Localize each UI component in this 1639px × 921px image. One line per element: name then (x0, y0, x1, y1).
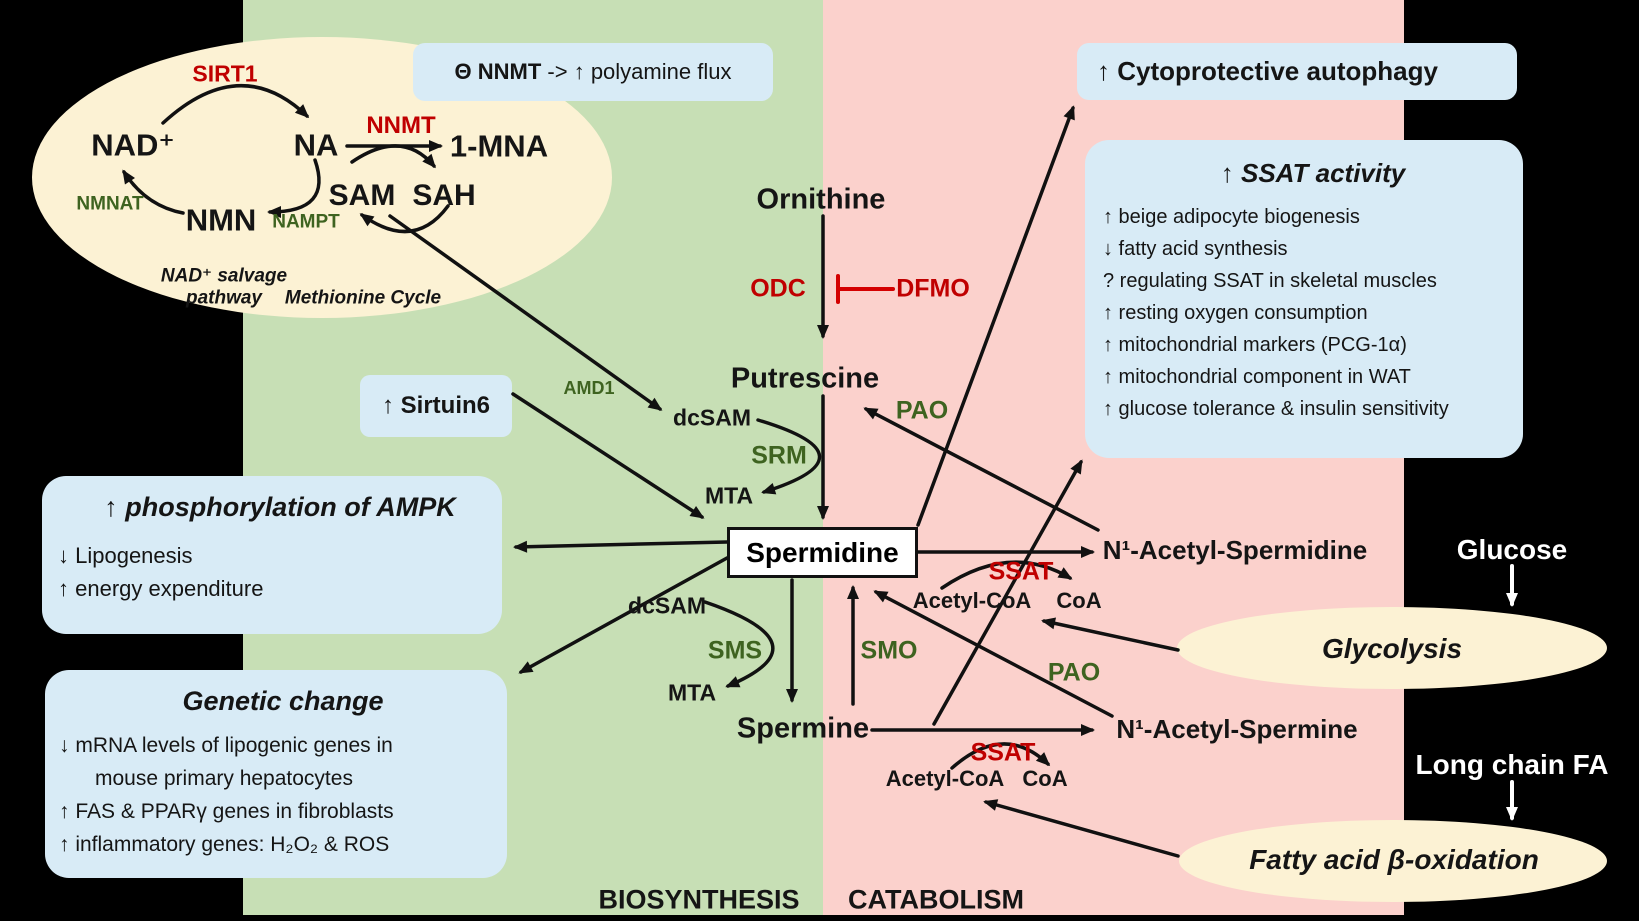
sirtuin6-box-label: ↑ Sirtuin6 (381, 392, 491, 419)
ssat-activity-box: ↑ SSAT activity ↑ beige adipocyte biogen… (1085, 140, 1523, 458)
ssat-activity-item: ↑ mitochondrial markers (PCG-1α) (1103, 334, 1407, 356)
ssat-activity-item: ↑ glucose tolerance & insulin sensitivit… (1103, 398, 1449, 420)
ssat-activity-item: ↑ mitochondrial component in WAT (1103, 366, 1411, 388)
ampk-title: ↑ phosphorylation of AMPK (104, 492, 456, 522)
enzyme-sms: SMS (707, 636, 763, 665)
label-methionine-cycle: Methionine Cycle (284, 287, 442, 309)
nnmt-note-box (413, 43, 773, 101)
nnmt-note-rest: -> ↑ polyamine flux (541, 59, 732, 84)
label-nad-salvage-1: NAD⁺ salvage (160, 265, 288, 287)
metabolite-nmn: NMN (185, 202, 257, 238)
footer-catabolism: CATABOLISM (848, 884, 1024, 915)
metabolite-acetylcoa-1: Acetyl-CoA (912, 588, 1032, 613)
ampk-box: ↑ phosphorylation of AMPK ↓ Lipogenesis … (42, 476, 502, 634)
metabolite-nad: NAD⁺ (91, 127, 175, 163)
enzyme-nampt: NAMPT (272, 211, 340, 233)
beta-oxidation-ellipse (1179, 820, 1607, 902)
enzyme-pao-1: PAO (895, 396, 949, 425)
metabolite-acetylcoa-2: Acetyl-CoA (885, 766, 1005, 791)
metabolite-coa-2: CoA (1022, 766, 1068, 791)
metabolite-n1-acetyl-spermidine: N¹-Acetyl-Spermidine (1102, 535, 1368, 565)
genetic-item: mouse primary hepatocytes (95, 767, 353, 790)
metabolite-n1-acetyl-spermine: N¹-Acetyl-Spermine (1116, 714, 1358, 744)
genetic-item: ↓ mRNA levels of lipogenic genes in (59, 734, 393, 757)
genetic-item: ↑ inflammatory genes: H₂O₂ & ROS (59, 833, 390, 856)
metabolite-spermine: Spermine (736, 712, 870, 745)
ssat-activity-item: ↑ beige adipocyte biogenesis (1103, 206, 1360, 228)
label-glycolysis: Glycolysis (1321, 633, 1463, 664)
ssat-activity-item: ↓ fatty acid synthesis (1103, 238, 1288, 260)
nnmt-note-text: Θ NNMT -> ↑ polyamine flux (455, 61, 732, 83)
ssat-activity-title: ↑ SSAT activity (1220, 158, 1406, 188)
autophagy-box (1077, 43, 1517, 100)
label-nad-salvage-2: pathway (185, 287, 263, 309)
enzyme-ssat-2: SSAT (970, 738, 1036, 767)
metabolite-dcsam-1: dcSAM (673, 404, 751, 431)
metabolite-coa-1: CoA (1056, 588, 1102, 613)
label-long-chain-fa: Long chain FA (1415, 749, 1609, 780)
ssat-activity-item: ? regulating SSAT in skeletal muscles (1103, 270, 1437, 292)
metabolite-sam: SAM (328, 179, 396, 212)
autophagy-box-label: ↑ Cytoprotective autophagy (1097, 56, 1438, 86)
glycolysis-ellipse (1177, 607, 1607, 689)
enzyme-nmnat: NMNAT (76, 193, 144, 215)
ampk-item: ↓ Lipogenesis (58, 543, 193, 568)
genetic-title: Genetic change (182, 686, 384, 716)
metabolite-1mna: 1-MNA (449, 128, 549, 164)
metabolite-putrescine: Putrescine (730, 362, 880, 395)
spermidine-node: Spermidine (727, 527, 918, 578)
label-beta-oxidation: Fatty acid β-oxidation (1249, 844, 1539, 875)
drug-dfmo: DFMO (896, 274, 970, 303)
enzyme-srm: SRM (751, 441, 807, 470)
metabolite-mta-2: MTA (667, 679, 717, 706)
footer-biosynthesis: BIOSYNTHESIS (598, 884, 800, 915)
metabolite-ornithine: Ornithine (756, 183, 886, 216)
enzyme-nnmt: NNMT (366, 112, 436, 139)
nnmt-note-bold: Θ NNMT (454, 59, 542, 84)
enzyme-sirt1: SIRT1 (192, 60, 258, 87)
enzyme-ssat-1: SSAT (988, 557, 1054, 586)
enzyme-smo: SMO (860, 636, 918, 665)
metabolite-mta-1: MTA (704, 482, 754, 509)
metabolite-dcsam-2: dcSAM (628, 592, 706, 619)
ssat-activity-item: ↑ resting oxygen consumption (1103, 302, 1368, 324)
metabolite-na: NA (293, 127, 339, 163)
genetic-change-box: Genetic change ↓ mRNA levels of lipogeni… (45, 670, 507, 878)
enzyme-pao-2: PAO (1047, 658, 1101, 687)
enzyme-odc: ODC (750, 274, 806, 303)
enzyme-amd1: AMD1 (563, 378, 615, 398)
spermidine-label: Spermidine (746, 536, 899, 568)
metabolite-sah: SAH (412, 179, 476, 212)
label-glucose: Glucose (1456, 534, 1568, 565)
ampk-item: ↑ energy expenditure (58, 576, 264, 601)
genetic-item: ↑ FAS & PPARγ genes in fibroblasts (59, 800, 394, 823)
